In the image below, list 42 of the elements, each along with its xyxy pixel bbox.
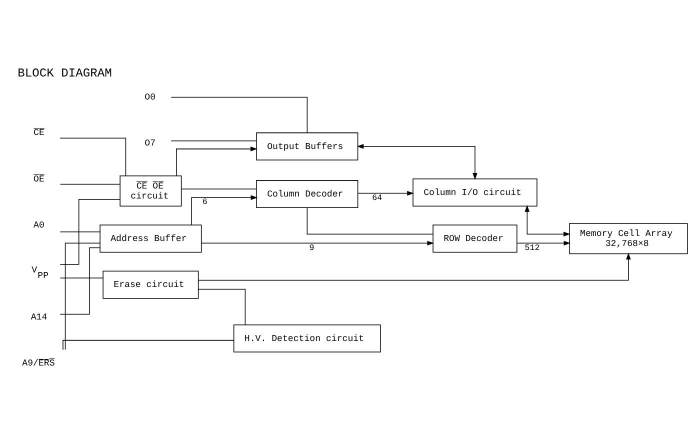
node-box: Erase circuit xyxy=(102,270,199,298)
node-text: C̅E̅ xyxy=(34,126,44,138)
node-box: Column I/O circuit xyxy=(412,178,538,206)
node-box: Column Decoder xyxy=(256,180,358,208)
connector xyxy=(64,242,100,350)
edge-label: 512 xyxy=(524,243,540,252)
connector xyxy=(170,96,308,133)
connector xyxy=(170,140,257,141)
node-text: A9/E̅R̅S̅ xyxy=(22,357,55,368)
connector xyxy=(60,137,126,176)
node-box: C̅E̅ O̅E̅ circuit xyxy=(120,175,182,206)
node-text: O0 xyxy=(144,91,156,102)
connector xyxy=(60,183,120,184)
edge-label: 64 xyxy=(372,193,382,202)
node-box: ROW Decoder xyxy=(432,224,518,252)
arrow xyxy=(200,240,434,246)
node-box: Memory Cell Array 32,768×8 xyxy=(569,222,688,254)
node-box: H.V. Detection circuit xyxy=(233,324,381,352)
arrow xyxy=(358,190,414,196)
diagram-title: BLOCK DIAGRAM xyxy=(18,66,112,80)
connector xyxy=(62,339,234,350)
edge-label: 9 xyxy=(309,243,314,252)
connector xyxy=(306,206,434,234)
connector xyxy=(181,188,257,189)
arrow xyxy=(191,194,258,225)
node-text: A14 xyxy=(30,311,48,322)
node-box: Output Buffers xyxy=(256,132,358,160)
arrow xyxy=(356,144,478,180)
connector xyxy=(60,198,120,264)
arrow xyxy=(516,240,571,246)
node-text: O7 xyxy=(144,137,156,148)
arrow xyxy=(176,146,258,176)
connector xyxy=(60,230,100,232)
node-box: Address Buffer xyxy=(100,224,202,252)
node-text: A0 xyxy=(34,218,44,230)
connector xyxy=(198,288,246,325)
connector xyxy=(60,246,100,314)
connector xyxy=(60,277,104,278)
node-text: O̅E̅ xyxy=(34,172,44,184)
arrow xyxy=(198,252,631,280)
arrow xyxy=(524,204,570,236)
edge-label: 6 xyxy=(202,198,208,207)
